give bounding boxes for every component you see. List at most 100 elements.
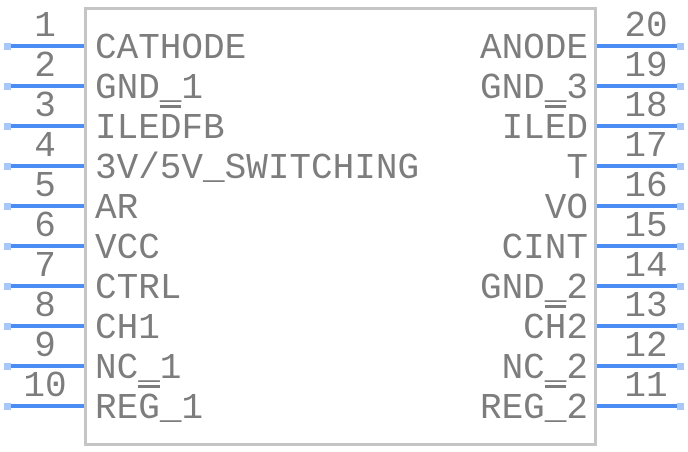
pin-number: 3 [34, 86, 56, 127]
pin-number: 10 [23, 366, 67, 407]
pin-number: 5 [34, 166, 56, 207]
pin-label: VO [544, 188, 588, 229]
overbar-char: H [544, 305, 567, 349]
pin-endpoint [677, 363, 684, 370]
pin-endpoint [4, 203, 11, 210]
pin-line [5, 244, 84, 248]
label-char: C [523, 308, 545, 349]
pin-line [597, 404, 680, 408]
pin-label: CH2 [523, 305, 588, 349]
pin-line [5, 204, 84, 208]
label-char: G [523, 388, 545, 429]
pin-line [597, 364, 680, 368]
label-char: 2 [566, 388, 588, 429]
overbar-char: G [138, 385, 160, 429]
pin-label: ANODE [479, 28, 588, 69]
pin-number: 18 [624, 86, 668, 127]
pin-number: 7 [34, 246, 56, 287]
pin-endpoint [4, 323, 11, 330]
pin-endpoint [677, 283, 684, 290]
pin-endpoint [4, 283, 11, 290]
pin-label: CTRL [95, 268, 182, 309]
pin-label: NC_1 [95, 348, 182, 389]
pin-label: AR [95, 188, 139, 229]
label-char: R [479, 388, 502, 429]
pin-label: ILEDFB [95, 105, 225, 149]
pin-label: REG_2 [479, 385, 588, 429]
pin-endpoint [4, 243, 11, 250]
pin-line [5, 364, 84, 368]
pin-line [597, 124, 680, 128]
overbar-char: _ [544, 385, 567, 429]
pin-endpoint [4, 43, 11, 50]
overbar-char: D [159, 105, 182, 149]
pin-endpoint [677, 163, 684, 170]
pin-number: 20 [624, 6, 668, 47]
pin-endpoint [677, 243, 684, 250]
pin-line [597, 244, 680, 248]
pin-label: REG_1 [95, 385, 203, 429]
pin-label: GND_2 [479, 268, 588, 309]
pin-number: 6 [34, 206, 56, 247]
pin-number: 4 [34, 126, 56, 167]
pin-endpoint [677, 323, 684, 330]
pin-label: GND_3 [479, 68, 588, 109]
pin-line [5, 324, 84, 328]
pin-label: 3V/5V_SWITCHING [95, 148, 420, 189]
pin-number: 1 [34, 6, 56, 47]
pin-endpoint [677, 203, 684, 210]
pin-number: 17 [624, 126, 668, 167]
pin-line [597, 324, 680, 328]
label-char: L [523, 108, 545, 149]
pin-number: 14 [624, 246, 668, 287]
pin-endpoint [677, 123, 684, 130]
pin-number: 12 [624, 326, 668, 367]
pin-endpoint [4, 83, 11, 90]
label-char: 2 [566, 308, 588, 349]
label-char: E [501, 388, 524, 429]
pin-endpoint [4, 163, 11, 170]
pin-label: ILED [501, 105, 588, 149]
pin-number: 15 [624, 206, 668, 247]
pin-endpoint [4, 403, 11, 410]
pin-endpoint [4, 123, 11, 130]
pin-endpoint [677, 83, 684, 90]
pin-label: CINT [501, 228, 588, 269]
pin-line [597, 204, 680, 208]
pin-line [5, 44, 84, 48]
pin-number: 2 [34, 46, 56, 87]
pin-endpoint [677, 403, 684, 410]
pin-label: CH1 [95, 308, 160, 349]
label-char: _ [159, 388, 182, 429]
pin-label: T [566, 148, 588, 189]
pin-endpoint [677, 43, 684, 50]
pin-line [597, 44, 680, 48]
pin-line [5, 284, 84, 288]
pin-label: NC_2 [501, 348, 588, 389]
label-char: R [95, 388, 117, 429]
pin-number: 11 [624, 366, 668, 407]
pin-number: 13 [624, 286, 668, 327]
pin-line [5, 404, 84, 408]
pin-label: CATHODE [95, 28, 247, 69]
pin-label: GND_1 [95, 68, 204, 109]
pin-line [597, 84, 680, 88]
pin-number: 19 [624, 46, 668, 87]
pin-label: VCC [95, 228, 160, 269]
label-char: I [95, 108, 117, 149]
ic-body-outline [84, 7, 597, 446]
overbar-char: E [544, 105, 567, 149]
pin-number: 8 [34, 286, 56, 327]
pin-line [597, 164, 680, 168]
label-char: L [116, 108, 139, 149]
pin-line [5, 124, 84, 128]
label-char: I [501, 108, 524, 149]
pin-line [5, 164, 84, 168]
label-char: E [116, 388, 139, 429]
label-char: B [203, 108, 225, 149]
pin-line [5, 84, 84, 88]
pin-number: 9 [34, 326, 56, 367]
pin-number: 16 [624, 166, 668, 207]
pin-endpoint [4, 363, 11, 370]
